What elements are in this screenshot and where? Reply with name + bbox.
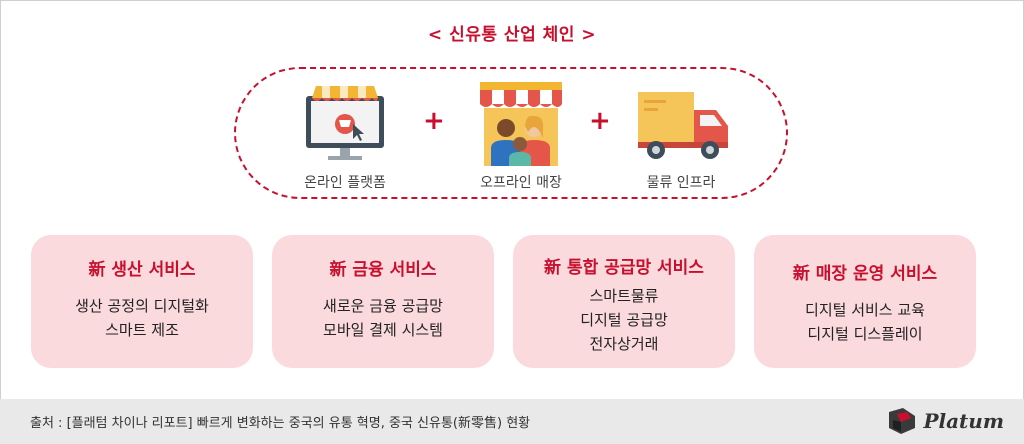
chain-label-offline: 오프라인 매장 xyxy=(480,175,562,191)
online-platform-icon xyxy=(300,84,390,168)
plus-sign-2: + xyxy=(589,106,611,136)
card-line: 모바일 결제 시스템 xyxy=(323,321,443,339)
service-card-supply-chain: 新 통합 공급망 서비스 스마트물류 디지털 공급망 전자상거래 xyxy=(513,235,735,368)
logistics-truck-icon xyxy=(636,88,732,168)
service-card-store-ops: 新 매장 운영 서비스 디지털 서비스 교육 디지털 디스플레이 xyxy=(754,235,976,368)
chain-label-logistics: 물류 인프라 xyxy=(646,175,716,191)
footer-bar: 출처 : [플래텀 차이나 리포트] 빠르게 변화하는 중국의 유통 혁명, 중… xyxy=(0,399,1024,444)
platum-logo-icon xyxy=(889,408,916,434)
card-line: 전자상거래 xyxy=(589,335,659,353)
card-line: 디지털 서비스 교육 xyxy=(805,301,925,319)
card-line: 디지털 디스플레이 xyxy=(807,325,923,343)
card-line: 새로운 금융 공급망 xyxy=(323,297,443,315)
diagram-title: < 신유통 산업 체인 > xyxy=(427,25,597,45)
card-line: 스마트 제조 xyxy=(105,321,179,339)
card-line: 스마트물류 xyxy=(589,287,659,305)
offline-store-icon xyxy=(476,82,566,172)
card-title: 新 통합 공급망 서비스 xyxy=(544,258,704,278)
card-title: 新 금융 서비스 xyxy=(329,260,437,280)
service-card-production: 新 생산 서비스 생산 공정의 디지털화 스마트 제조 xyxy=(31,235,253,368)
card-line: 디지털 공급망 xyxy=(580,311,668,329)
plus-sign-1: + xyxy=(423,106,445,136)
service-card-finance: 新 금융 서비스 새로운 금융 공급망 모바일 결제 시스템 xyxy=(272,235,494,368)
card-title: 新 생산 서비스 xyxy=(88,260,196,280)
platum-logo-text: Platum xyxy=(923,409,1004,433)
card-line: 생산 공정의 디지털화 xyxy=(75,297,209,315)
platum-logo: Platum xyxy=(887,405,1004,437)
card-title: 新 매장 운영 서비스 xyxy=(792,264,938,284)
chain-outline xyxy=(234,67,788,199)
chain-label-online: 온라인 플랫폼 xyxy=(304,175,386,191)
source-caption: 출처 : [플래텀 차이나 리포트] 빠르게 변화하는 중국의 유통 혁명, 중… xyxy=(30,416,531,431)
